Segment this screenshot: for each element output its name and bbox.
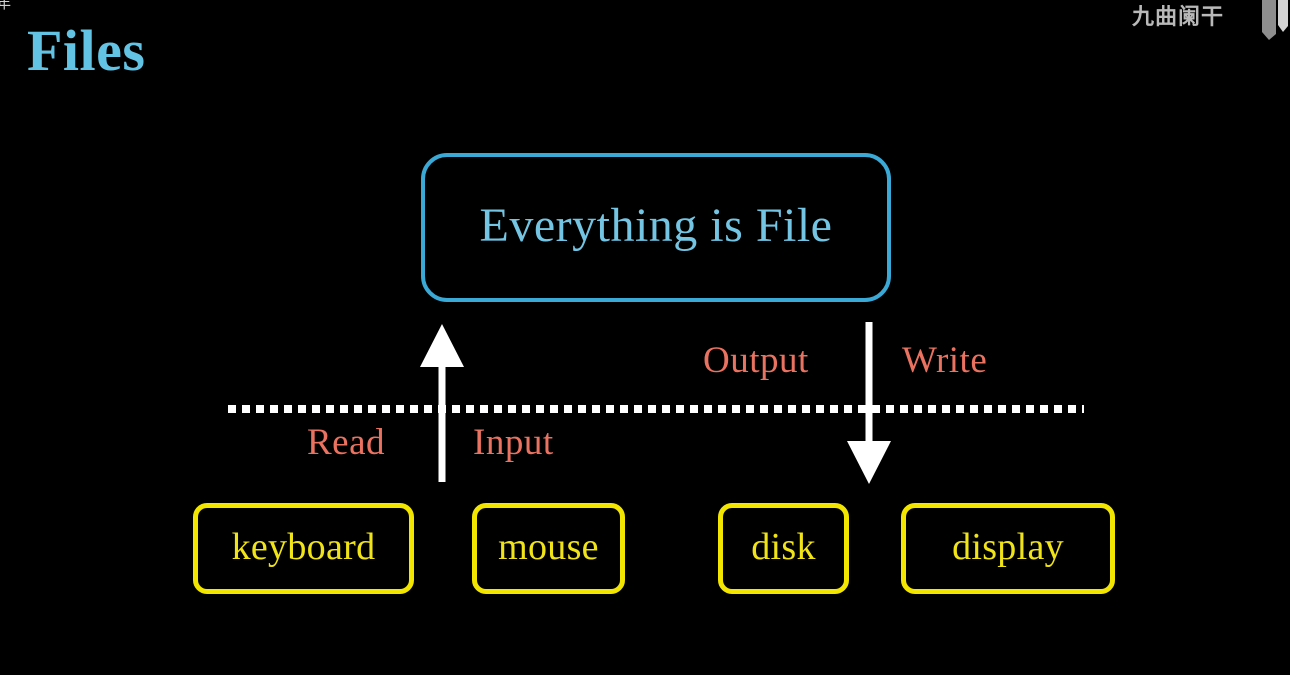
- device-label-mouse: mouse: [498, 526, 599, 568]
- device-label-keyboard: keyboard: [231, 526, 376, 568]
- device-row: keyboard mouse disk display: [0, 503, 1290, 595]
- boundary-dotted-line: [228, 405, 1084, 413]
- device-box-keyboard: keyboard: [193, 503, 414, 594]
- arrow-up-icon: [419, 324, 465, 482]
- arrow-down-icon: [846, 322, 892, 484]
- device-box-display: display: [901, 503, 1115, 594]
- watermark-logo-icon: [1260, 0, 1290, 40]
- flow-label-output: Output: [703, 340, 809, 381]
- device-box-disk: disk: [718, 503, 849, 594]
- device-box-mouse: mouse: [472, 503, 625, 594]
- flow-label-read: Read: [307, 422, 386, 463]
- concept-box: Everything is File: [421, 153, 891, 302]
- flow-label-write: Write: [902, 340, 988, 381]
- device-label-disk: disk: [751, 526, 816, 568]
- corner-clipped-glyph: 年: [0, 0, 12, 12]
- watermark-text: 九曲阑干: [1131, 5, 1224, 30]
- page-title: Files: [27, 18, 146, 83]
- concept-box-label: Everything is File: [479, 198, 833, 252]
- device-label-display: display: [952, 526, 1064, 568]
- flow-label-input: Input: [473, 422, 554, 463]
